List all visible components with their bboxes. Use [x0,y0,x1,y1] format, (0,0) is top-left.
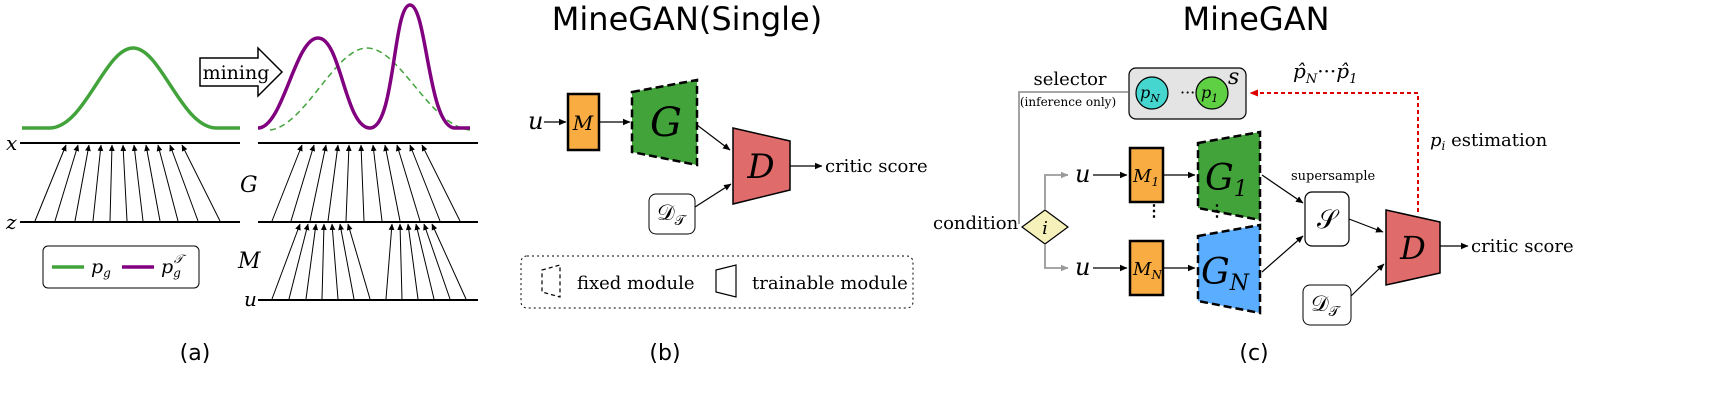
svg-text:GN: GN [1201,252,1250,296]
svg-text:trainable module: trainable module [752,273,908,294]
phat-label: p̂N···p̂1 [1293,59,1357,87]
mn-box [1128,239,1165,297]
svg-text:G1: G1 [1205,158,1248,202]
svg-text:D: D [746,147,774,187]
svg-text:fixed module: fixed module [577,273,694,294]
pgt-curve [257,3,470,130]
svg-text:G: G [650,100,682,146]
inference-label: (inference only) [1020,95,1116,109]
svg-text:M1: M1 [1132,166,1159,189]
module-legend [520,255,914,309]
svg-text:MN: MN [1132,259,1162,282]
d-trapezoid-b [732,127,791,205]
fixed-module-icon [541,264,561,298]
svg-text:𝒟𝒯: 𝒟𝒯 [1311,292,1342,320]
g-trapezoid-b [630,78,699,167]
supersample-label: supersample [1291,169,1376,184]
critic-label-c: critic score [1471,236,1574,257]
gn-trapezoid [1196,223,1262,315]
panel-b: MineGAN(Single) u M G D critic score 𝒟𝒯 … [520,0,928,366]
g-label: G [240,173,258,198]
arrows-z-to-x-left [34,144,221,222]
caption-b: (b) [649,341,680,366]
svg-text:pN: pN [1140,83,1160,105]
pn-circle [1135,76,1169,110]
dt-box-b [648,193,696,235]
m-box-b [566,92,601,152]
condition-label: condition [933,213,1019,234]
pi-estimation-label: pi estimation [1430,130,1548,153]
g1-trapezoid [1196,130,1262,222]
title-b: MineGAN(Single) [552,0,822,38]
svg-text:𝒮: 𝒮 [1317,205,1340,235]
arrows-z-to-x-right [271,144,461,222]
feedback-path [1249,89,1419,212]
dt-box-c [1302,284,1352,326]
mining-label: mining [203,62,270,84]
pg-curve [22,46,240,130]
pg-dashed-curve [269,47,471,131]
svg-text:M: M [572,111,594,135]
svg-text:𝒟𝒯: 𝒟𝒯 [657,201,688,229]
svg-text:s: s [1228,65,1239,90]
u-label-b: u [528,107,543,135]
arrows-u-to-z [271,223,467,300]
selector-label: selector [1033,69,1106,90]
svg-text:···: ··· [1180,83,1195,102]
svg-text:u: u [1075,253,1090,281]
svg-text:i: i [1042,218,1048,239]
caption-c: (c) [1239,341,1268,366]
title-c: MineGAN [1182,0,1329,38]
svg-text:p1: p1 [1201,83,1218,105]
mining-arrow [199,46,284,98]
z-label: z [5,210,17,234]
m1-box [1128,146,1165,204]
m-label: M [237,249,261,274]
svg-text:D: D [1399,229,1426,267]
panel-a: mining x z G M u [5,3,478,366]
p1-circle [1195,76,1229,110]
panel-c: MineGAN selector (inference only) pN ···… [933,0,1574,366]
selector-path [1018,91,1128,224]
caption-a: (a) [180,341,211,366]
trainable-module-icon [715,264,737,298]
svg-text:u: u [1075,160,1090,188]
svg-text:⋮: ⋮ [1209,201,1225,220]
svg-text:pg: pg [91,256,111,280]
u-label: u [244,287,257,311]
d-trapezoid-c [1385,209,1441,286]
svg-text:⋮: ⋮ [1146,201,1162,220]
critic-label-b: critic score [825,156,928,177]
x-label: x [6,131,17,155]
legend-a: pg pg𝒯 [42,245,200,289]
